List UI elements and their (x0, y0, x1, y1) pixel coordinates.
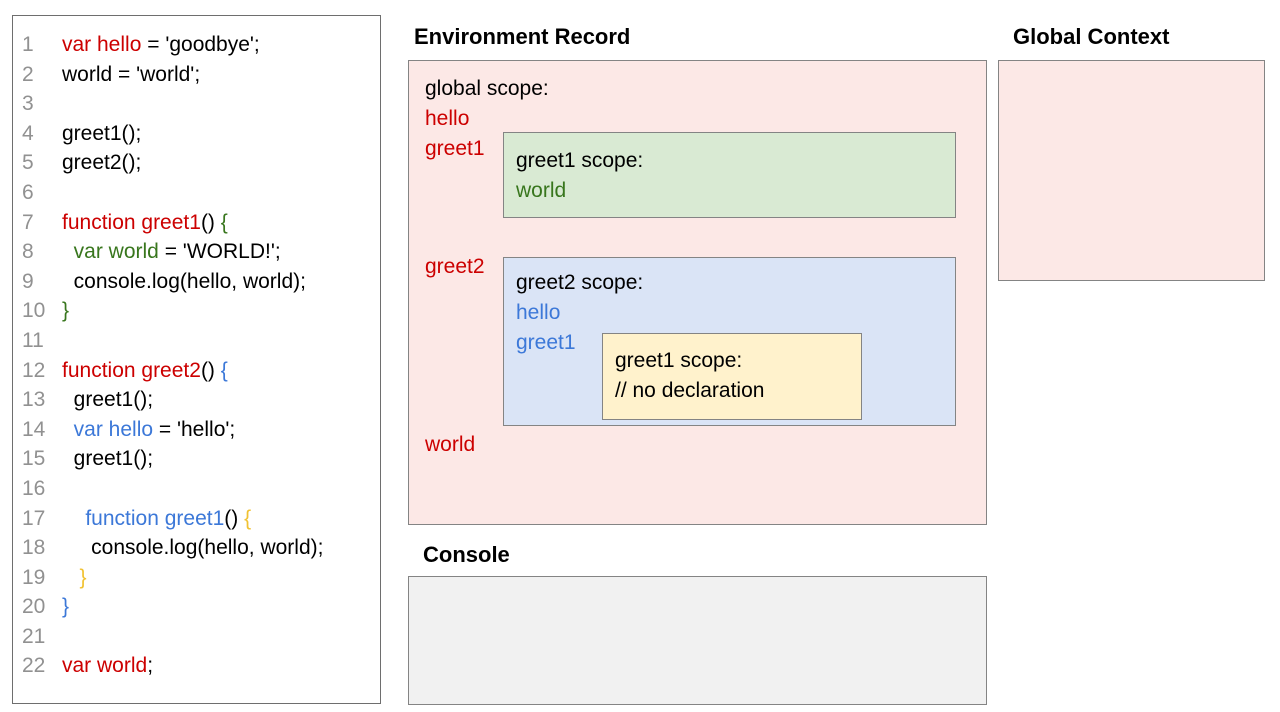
line-number: 4 (22, 121, 34, 145)
nested-greet1-scope-comment: // no declaration (615, 379, 765, 402)
code-line: 6 (13, 178, 380, 208)
line-number: 17 (22, 506, 46, 530)
code-text: console.log(hello, world); (62, 536, 324, 560)
line-number: 8 (22, 240, 34, 264)
code-lines: 1 var hello = 'goodbye'; 2 world = 'world';… (13, 30, 380, 681)
line-number: 7 (22, 210, 34, 234)
code-line: 10} (13, 296, 380, 326)
greet1-scope-var-world: world (516, 179, 567, 202)
code-line: 1 var hello = 'goodbye'; (13, 30, 380, 60)
line-number: 15 (22, 447, 46, 471)
line-number: 21 (22, 624, 46, 648)
code-line: 5 greet2(); (13, 148, 380, 178)
global-scope-label: global scope: (425, 77, 549, 100)
line-number: 6 (22, 180, 34, 204)
global-var-greet1: greet1 (425, 137, 485, 160)
code-line: 3 (13, 89, 380, 119)
line-number: 14 (22, 417, 46, 441)
line-number: 16 (22, 476, 46, 500)
line-number: 3 (22, 92, 34, 116)
code-text: greet1(); (62, 388, 154, 412)
code-text: world = 'world'; (62, 62, 201, 86)
global-var-hello: hello (425, 107, 470, 130)
code-line: 22 var world; (13, 651, 380, 681)
code-text: var hello = 'goodbye'; (62, 33, 260, 56)
code-line: 4 greet1(); (13, 119, 380, 149)
code-line: 12 function greet2() { (13, 356, 380, 386)
code-line: 20} (13, 592, 380, 622)
greet2-scope-var-greet1: greet1 (516, 331, 576, 354)
code-line: 19 } (13, 563, 380, 593)
nested-greet1-scope-box: greet1 scope: // no declaration (602, 333, 862, 420)
greet2-scope-label: greet2 scope: (516, 271, 644, 294)
line-number: 11 (22, 328, 44, 352)
code-line: 8 var world = 'WORLD!'; (13, 237, 380, 267)
code-text: var world; (62, 654, 154, 678)
code-text: function greet1() { (85, 506, 252, 530)
code-line: 2 world = 'world'; (13, 60, 380, 90)
global-scope-box: global scope: hello greet1 greet2 world … (408, 60, 987, 525)
line-number: 22 (22, 654, 46, 678)
line-number: 13 (22, 388, 46, 412)
line-number: 10 (22, 299, 46, 323)
code-line: 14 var hello = 'hello'; (13, 415, 380, 445)
code-text: } (62, 595, 70, 619)
line-number: 18 (22, 536, 46, 560)
code-text: greet1(); (62, 447, 154, 471)
code-text: } (62, 299, 70, 323)
global-context-box (998, 60, 1265, 281)
code-text: console.log(hello, world); (62, 269, 306, 293)
code-text: function greet2() { (62, 358, 228, 382)
code-text: } (79, 565, 87, 589)
code-line: 15 greet1(); (13, 444, 380, 474)
code-line: 11 (13, 326, 380, 356)
nested-greet1-scope-label: greet1 scope: (615, 349, 743, 372)
line-number: 19 (22, 565, 46, 589)
console-title: Console (423, 542, 510, 567)
greet1-scope-box: greet1 scope: world (503, 132, 956, 218)
code-text: greet2(); (62, 151, 142, 175)
code-line: 16 (13, 474, 380, 504)
code-line: 18 console.log(hello, world); (13, 533, 380, 563)
line-number: 9 (22, 269, 34, 293)
code-text: var hello = 'hello'; (73, 417, 236, 441)
code-line: 7 function greet1() { (13, 208, 380, 238)
code-line: 17 function greet1() { (13, 504, 380, 534)
code-text: greet1(); (62, 121, 142, 145)
console-output-box (408, 576, 987, 705)
global-var-world: world (425, 433, 476, 456)
code-line: 21 (13, 622, 380, 652)
greet2-scope-box: greet2 scope: hello greet1 greet1 scope:… (503, 257, 956, 426)
line-number: 12 (22, 358, 46, 382)
greet2-scope-var-hello: hello (516, 301, 561, 324)
line-number: 2 (22, 62, 34, 86)
code-text: var world = 'WORLD!'; (73, 240, 281, 264)
code-editor-panel: 1 var hello = 'goodbye'; 2 world = 'world';… (12, 15, 381, 704)
global-var-greet2: greet2 (425, 255, 485, 278)
code-line: 9 console.log(hello, world); (13, 267, 380, 297)
environment-record-title: Environment Record (414, 24, 631, 49)
line-number: 1 (22, 33, 34, 56)
line-number: 20 (22, 595, 46, 619)
code-line: 13 greet1(); (13, 385, 380, 415)
code-text: function greet1() { (62, 210, 228, 234)
line-number: 5 (22, 151, 34, 175)
greet1-scope-label: greet1 scope: (516, 149, 644, 172)
global-context-title: Global Context (1013, 24, 1170, 49)
